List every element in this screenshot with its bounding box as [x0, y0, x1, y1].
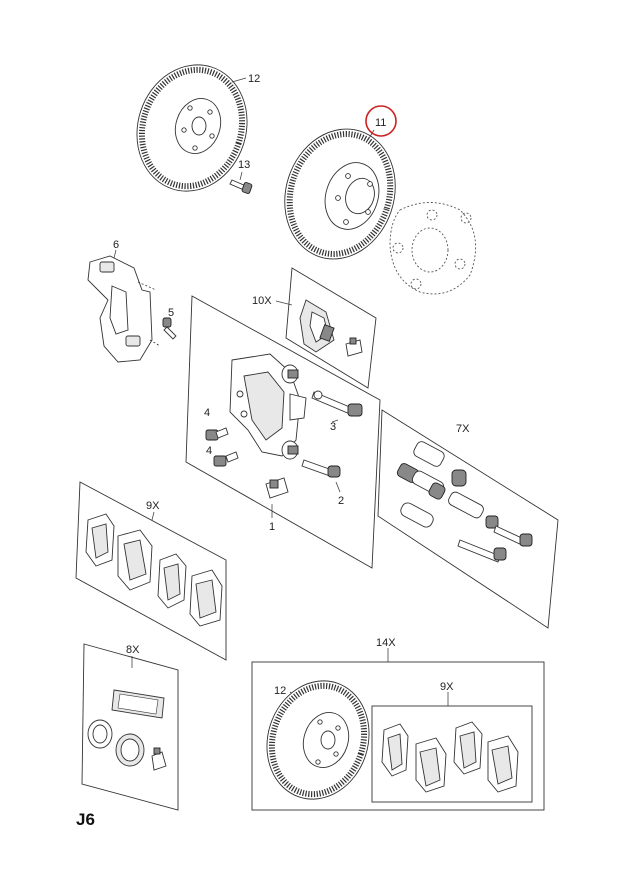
guide-kit-7x[interactable]: [396, 440, 533, 563]
brake-disc-12-kit[interactable]: [252, 667, 384, 812]
panel-8x: [81, 643, 179, 811]
label-9x-left: 9X: [146, 500, 160, 512]
label-12-top: 12: [248, 73, 260, 85]
seal-kit-8x[interactable]: [87, 689, 167, 771]
page-code: J6: [76, 810, 95, 829]
label-6: 6: [113, 239, 119, 251]
label-4b: 4: [206, 445, 212, 457]
label-7x: 7X: [456, 423, 470, 435]
bolt-5[interactable]: [162, 317, 177, 340]
brake-pads-9x-kit[interactable]: [381, 721, 519, 793]
caliper-carrier-6[interactable]: [87, 255, 161, 363]
panel-14x: [251, 661, 545, 811]
bleed-screw-4a[interactable]: [205, 427, 229, 441]
label-9x-kit: 9X: [440, 681, 454, 693]
guide-bolt-2[interactable]: [301, 459, 341, 478]
label-4a: 4: [204, 407, 210, 419]
label-11: 11: [375, 117, 386, 129]
label-14x: 14X: [376, 637, 396, 649]
label-12-kit: 12: [274, 685, 286, 697]
bolt-13[interactable]: [229, 179, 253, 194]
label-8x: 8X: [126, 644, 140, 656]
panel-7x: [377, 409, 559, 629]
pad-clip-kit-10x[interactable]: [299, 299, 363, 357]
guide-bolt-3[interactable]: [311, 390, 363, 417]
brake-disc-11[interactable]: [268, 115, 412, 274]
caliper-1[interactable]: [229, 353, 307, 460]
bleed-screw-4b[interactable]: [213, 451, 239, 467]
label-2: 2: [338, 495, 344, 507]
label-3: 3: [330, 421, 336, 433]
panel-caliper: [185, 295, 381, 569]
highlight-ring: [365, 105, 397, 137]
cap-1[interactable]: [265, 477, 289, 499]
label-13: 13: [238, 159, 250, 171]
brake-disc-12[interactable]: [121, 50, 263, 205]
panel-10x: [285, 267, 377, 389]
panel-9x-left: [75, 481, 227, 661]
label-5: 5: [168, 307, 174, 319]
wheel-hub: [389, 202, 477, 295]
label-1: 1: [269, 521, 275, 533]
label-10x: 10X: [252, 295, 272, 307]
brake-pads-9x[interactable]: [85, 513, 223, 627]
